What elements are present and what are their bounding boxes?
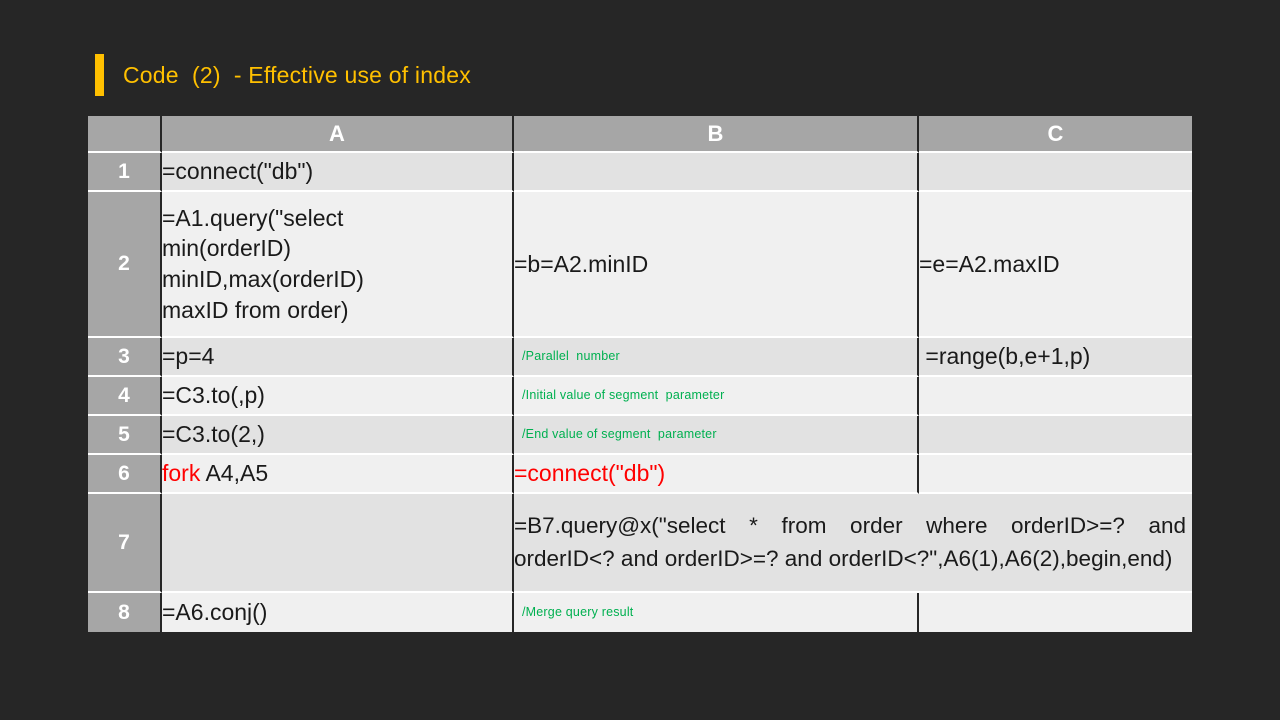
cell-a6-args: A4,A5 <box>200 460 269 487</box>
cell-c8[interactable] <box>919 593 1192 632</box>
cell-a8[interactable]: =A6.conj() <box>162 593 514 632</box>
cell-b7[interactable]: =B7.query@x("select * from order where o… <box>514 494 1192 593</box>
title-accent-bar <box>95 54 104 96</box>
cell-c4[interactable] <box>919 377 1192 416</box>
table-row: 2 =A1.query("select min(orderID) minID,m… <box>88 192 1192 338</box>
column-header-a[interactable]: A <box>162 116 514 153</box>
table-row: 8 =A6.conj() /Merge query result <box>88 593 1192 632</box>
table-row: 7 =B7.query@x("select * from order where… <box>88 494 1192 593</box>
row-header-7[interactable]: 7 <box>88 494 162 593</box>
row-header-6[interactable]: 6 <box>88 455 162 494</box>
page-title: Code (2) - Effective use of index <box>123 61 471 88</box>
cell-a3[interactable]: =p=4 <box>162 338 514 377</box>
code-grid-table: A B C 1 =connect("db") 2 =A1.query("sele… <box>88 116 1192 632</box>
grid-header-row: A B C <box>88 116 1192 153</box>
table-row: 5 =C3.to(2,) /End value of segment param… <box>88 416 1192 455</box>
table-row: 4 =C3.to(,p) /Initial value of segment p… <box>88 377 1192 416</box>
cell-c3[interactable]: =range(b,e+1,p) <box>919 338 1192 377</box>
cell-a4[interactable]: =C3.to(,p) <box>162 377 514 416</box>
row-header-4[interactable]: 4 <box>88 377 162 416</box>
row-header-8[interactable]: 8 <box>88 593 162 632</box>
cell-b5-comment[interactable]: /End value of segment parameter <box>514 416 919 455</box>
cell-c1[interactable] <box>919 153 1192 192</box>
row-header-5[interactable]: 5 <box>88 416 162 455</box>
cell-b6[interactable]: =connect("db") <box>514 455 919 494</box>
cell-b3-comment[interactable]: /Parallel number <box>514 338 919 377</box>
column-header-b[interactable]: B <box>514 116 919 153</box>
cell-a5[interactable]: =C3.to(2,) <box>162 416 514 455</box>
table-row: 1 =connect("db") <box>88 153 1192 192</box>
table-row: 3 =p=4 /Parallel number =range(b,e+1,p) <box>88 338 1192 377</box>
cell-a1[interactable]: =connect("db") <box>162 153 514 192</box>
table-row: 6 fork A4,A5 =connect("db") <box>88 455 1192 494</box>
cell-c2[interactable]: =e=A2.maxID <box>919 192 1192 338</box>
cell-a6[interactable]: fork A4,A5 <box>162 455 514 494</box>
cell-c5[interactable] <box>919 416 1192 455</box>
row-header-2[interactable]: 2 <box>88 192 162 338</box>
grid-corner-cell <box>88 116 162 153</box>
column-header-c[interactable]: C <box>919 116 1192 153</box>
cell-b1[interactable] <box>514 153 919 192</box>
cell-c6[interactable] <box>919 455 1192 494</box>
cell-b2[interactable]: =b=A2.minID <box>514 192 919 338</box>
cell-a7[interactable] <box>162 494 514 593</box>
cell-a6-keyword: fork <box>162 460 201 487</box>
cell-b8-comment[interactable]: /Merge query result <box>514 593 919 632</box>
slide-title-row: Code (2) - Effective use of index <box>95 54 471 96</box>
row-header-1[interactable]: 1 <box>88 153 162 192</box>
cell-a2[interactable]: =A1.query("select min(orderID) minID,max… <box>162 192 514 338</box>
row-header-3[interactable]: 3 <box>88 338 162 377</box>
cell-b4-comment[interactable]: /Initial value of segment parameter <box>514 377 919 416</box>
